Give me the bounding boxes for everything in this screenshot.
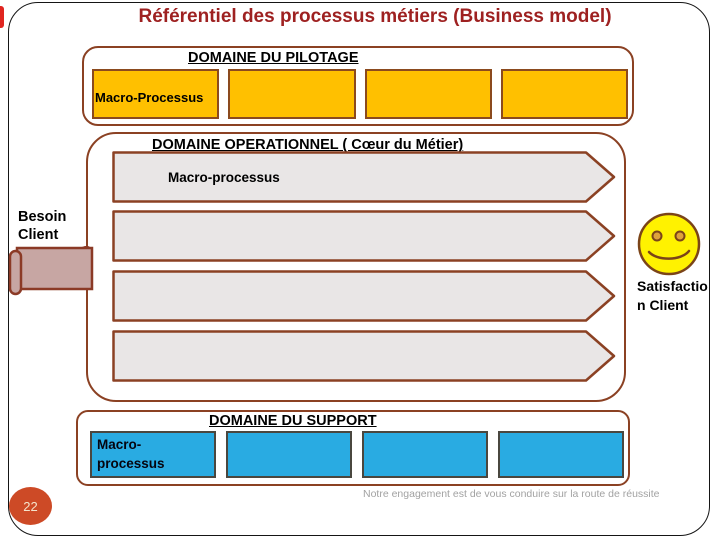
support-box-row: Macro- processus: [90, 431, 624, 478]
support-domain-title: DOMAINE DU SUPPORT: [209, 413, 377, 429]
page-number: 22: [23, 498, 38, 514]
pilotage-domain: DOMAINE DU PILOTAGE Macro-Processus: [82, 46, 634, 126]
red-edge-mark: [0, 6, 4, 28]
arrow-shape-icon: [112, 151, 616, 203]
operational-arrow-2: [112, 210, 616, 262]
footer-slogan: Notre engagement est de vous conduire su…: [363, 488, 660, 500]
operational-arrow-1: Macro-processus: [112, 151, 616, 203]
operational-arrow-4: [112, 330, 616, 382]
operational-arrow-3: [112, 270, 616, 322]
pilotage-domain-title: DOMAINE DU PILOTAGE: [188, 50, 359, 66]
slide-title: Référentiel des processus métiers (Busin…: [138, 6, 612, 27]
besoin-client-label: Besoin Client: [18, 209, 67, 243]
support-domain: DOMAINE DU SUPPORT Macro- processus: [76, 410, 630, 486]
scroll-shape-icon: [8, 244, 96, 296]
support-box-4: [498, 431, 624, 478]
pilotage-box-row: Macro-Processus: [92, 69, 628, 119]
support-box-1-label-line-1: Macro-: [97, 437, 142, 452]
satisfaction-line-1: Satisfactio: [637, 278, 708, 294]
pilotage-box-1: Macro-Processus: [92, 69, 220, 119]
satisfaction-line-2: n Client: [637, 297, 689, 313]
operational-domain-title: DOMAINE OPERATIONNEL ( Cœur du Métier): [152, 137, 464, 153]
pilotage-box-2: [228, 69, 356, 119]
support-box-1: Macro- processus: [90, 431, 216, 478]
support-box-2: [226, 431, 352, 478]
support-box-1-label-line-2: processus: [97, 456, 165, 471]
arrow-shape-icon: [112, 270, 616, 322]
pilotage-box-4: [500, 69, 628, 119]
support-box-3: [362, 431, 488, 478]
arrow-shape-icon: [112, 210, 616, 262]
page-number-badge: 22: [9, 487, 52, 525]
pilotage-box-1-label: Macro-Processus: [95, 90, 204, 105]
satisfaction-client-label: Satisfactio n Client: [637, 277, 719, 315]
arrow-shape-icon: [112, 330, 616, 382]
smiley-face-icon: [636, 210, 704, 278]
operational-arrow-1-label: Macro-processus: [168, 169, 280, 185]
operational-domain: DOMAINE OPERATIONNEL ( Cœur du Métier) M…: [86, 132, 626, 402]
pilotage-box-3: [364, 69, 492, 119]
